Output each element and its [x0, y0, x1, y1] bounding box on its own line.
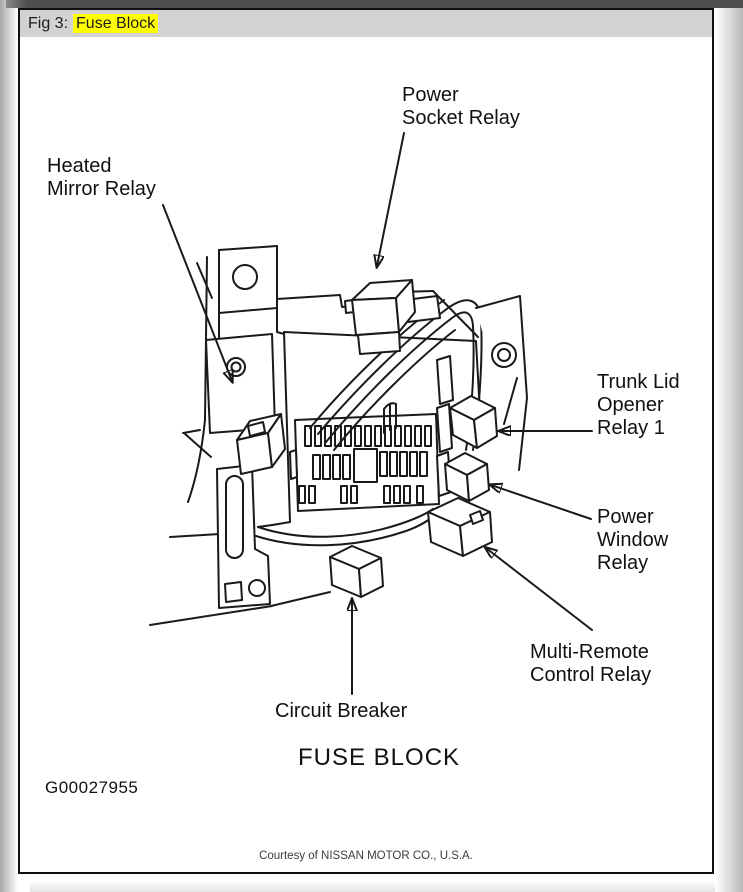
figure-number: Fig 3:: [28, 15, 69, 32]
page-shadow-left: [0, 0, 18, 892]
window-top-strip: [6, 0, 743, 8]
figure-frame: Fig 3:Fuse Block: [18, 8, 714, 874]
page-shadow-right: [715, 0, 743, 892]
page-shadow-bottom: [30, 874, 715, 892]
figure-header: Fig 3:Fuse Block: [20, 10, 712, 37]
figure-title-highlight: Fuse Block: [73, 14, 159, 33]
